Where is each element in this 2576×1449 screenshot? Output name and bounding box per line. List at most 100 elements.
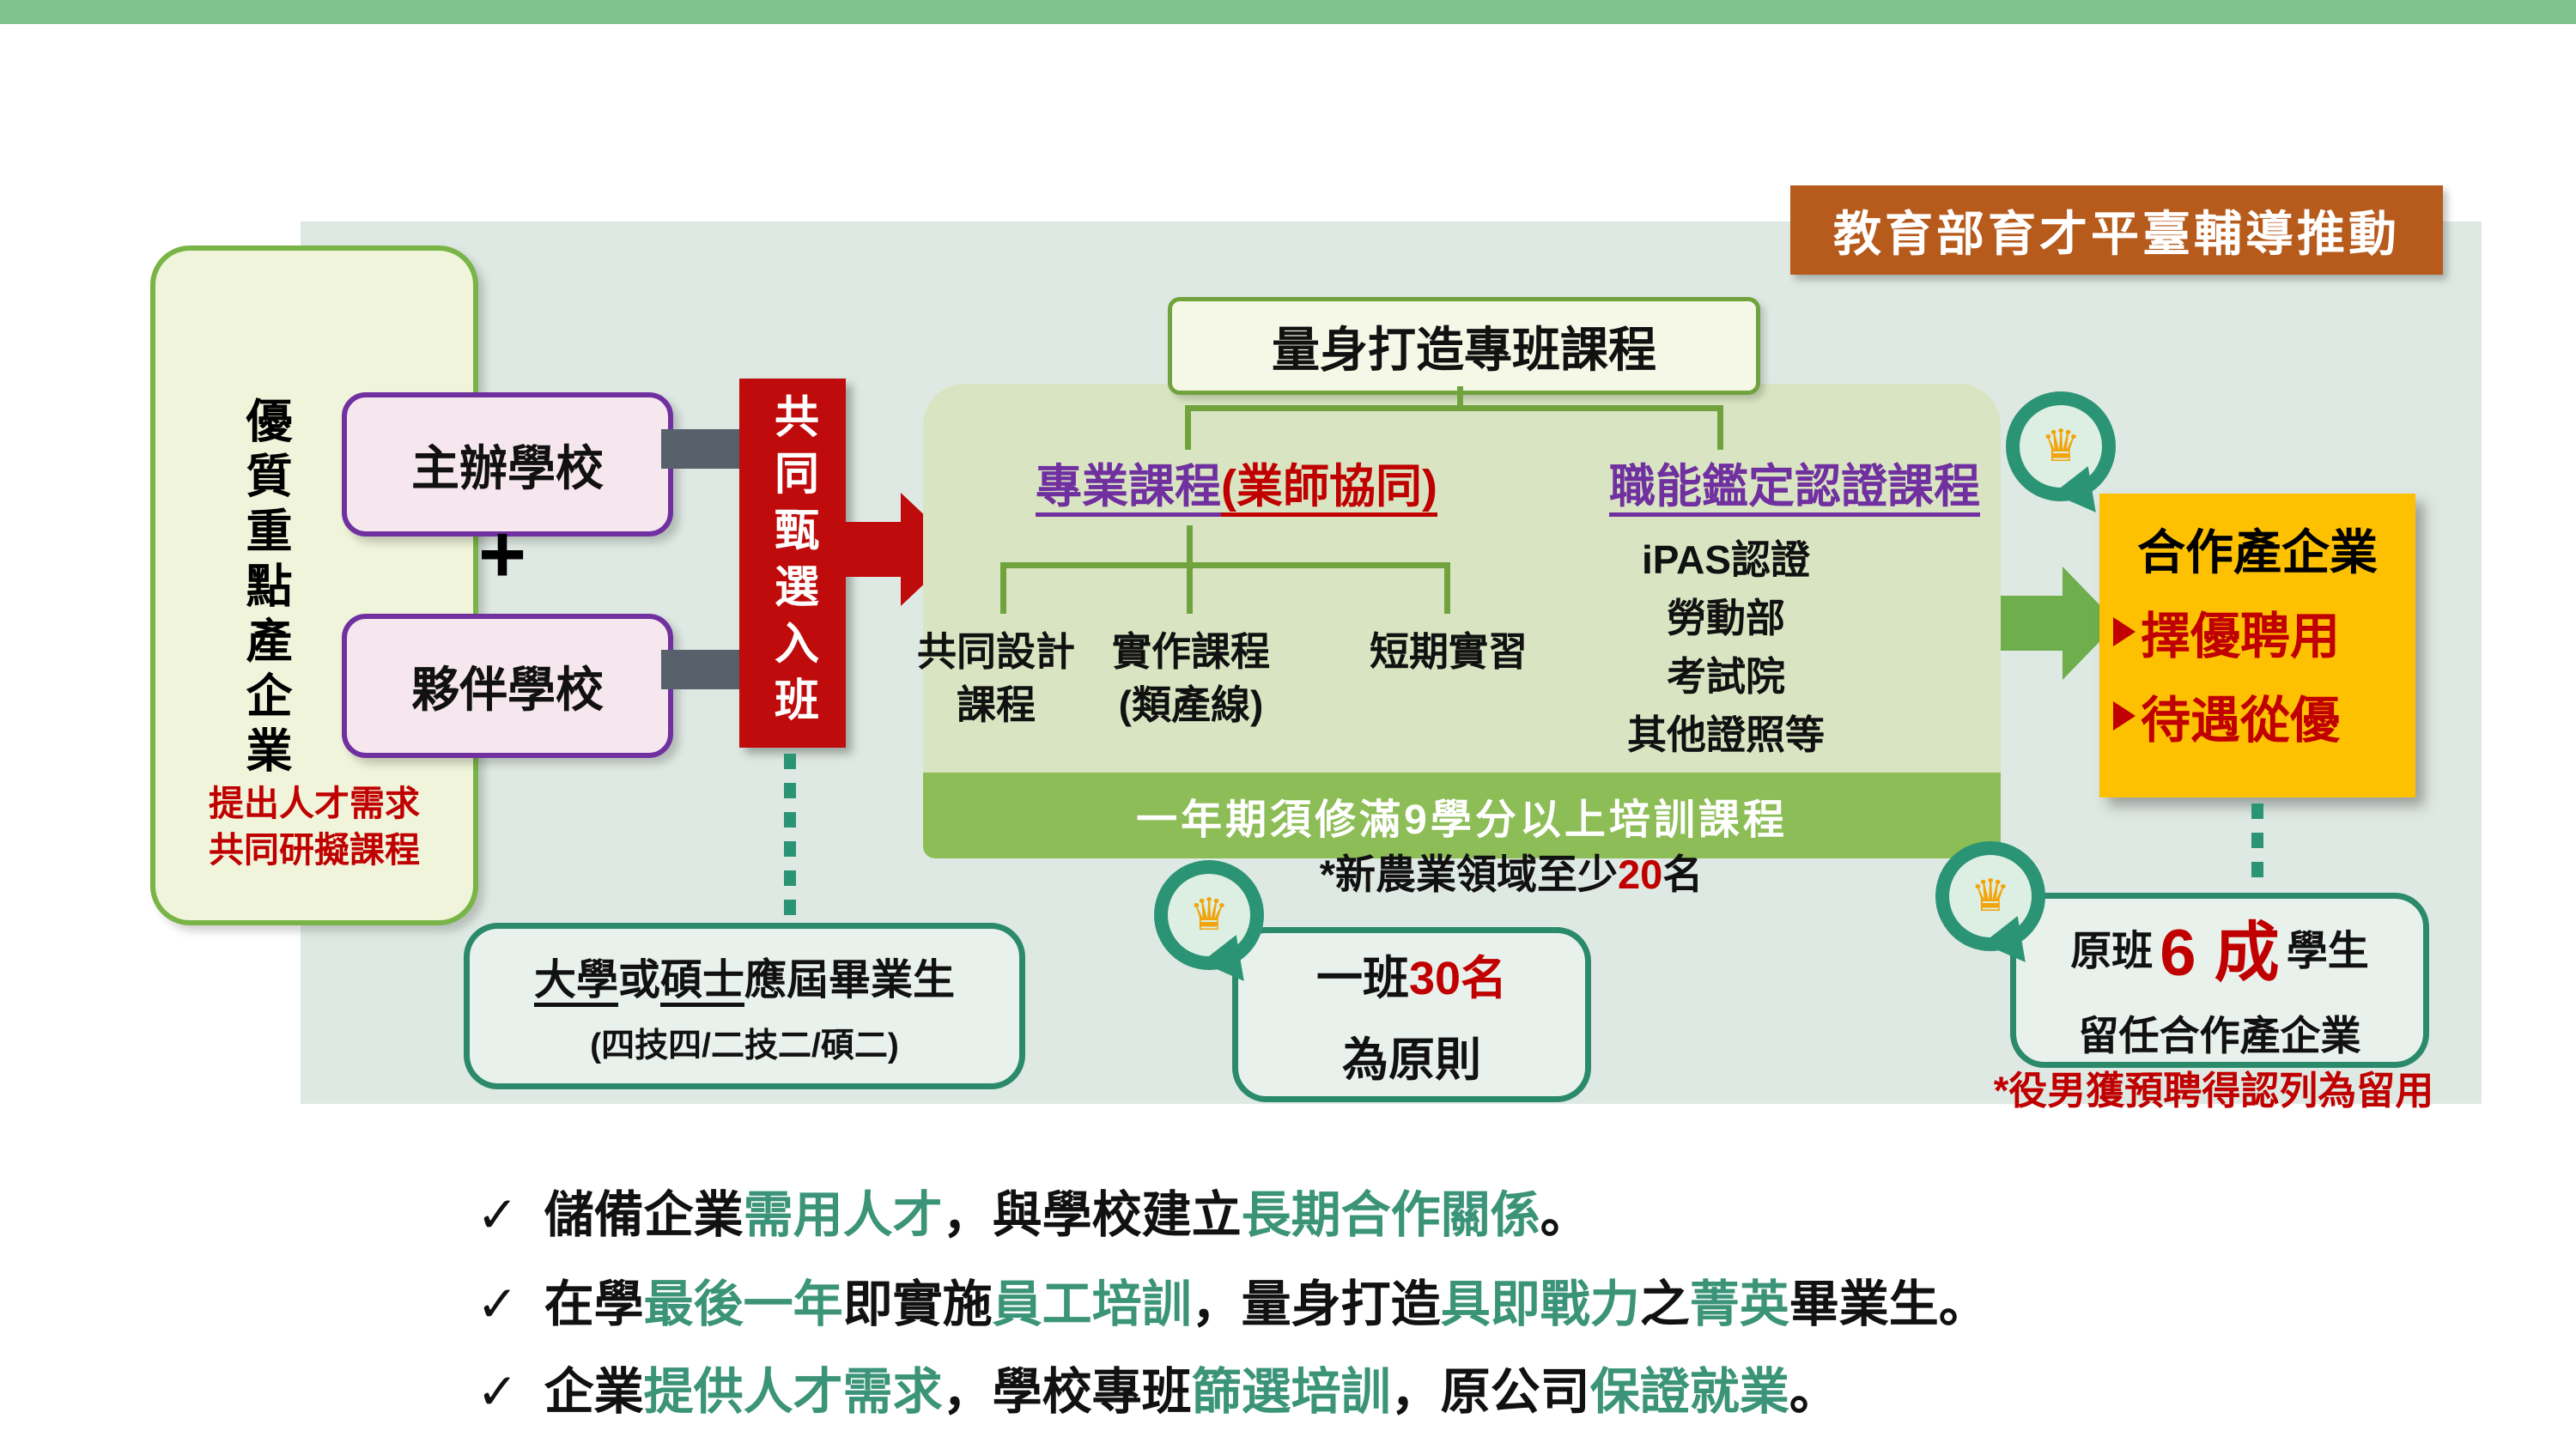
checklist-seg: 。: [1789, 1364, 1839, 1420]
arrowhead-bullet-icon: [2113, 701, 2136, 731]
heading-professional-main: 專業課程: [1036, 461, 1222, 512]
checklist-seg: ，與學校建立: [942, 1187, 1242, 1243]
graduates-line1: 大學或碩士應屆畢業生: [534, 946, 955, 1007]
retain-suffix: 學生: [2286, 928, 2369, 974]
partner-company-point1-label: 擇優聘用: [2141, 609, 2341, 664]
checklist-seg: 即實施: [842, 1276, 993, 1332]
crown-pin-icon: ♛: [1154, 860, 1264, 970]
top-accent-bar: [0, 0, 2576, 24]
course-item-codesign-line2: 課程: [957, 682, 1036, 727]
retain-line2: 留任合作產企業: [2078, 1012, 2361, 1058]
checkmark-icon: ✓: [477, 1185, 519, 1244]
selection-box: 共同甄選入班: [739, 379, 846, 748]
graduates-university: 大學: [533, 956, 618, 1003]
enterprise-title: 優質重點產企業: [239, 397, 290, 781]
graduates-or: 或: [617, 956, 660, 1003]
tree-drop-right: [1717, 405, 1723, 450]
course-item-internship: 短期實習: [1370, 629, 1528, 674]
agriculture-note-suffix: 名: [1662, 852, 1704, 897]
agriculture-note-prefix: *新農業領域至少: [1319, 852, 1619, 897]
partner-school-label: 夥伴學校: [411, 662, 604, 717]
retain-highlight: 6 成: [2160, 916, 2280, 990]
checklist-seg: ，原公司: [1390, 1364, 1590, 1420]
partner-company-point2: 待遇從優: [2113, 680, 2415, 752]
graduates-master: 碩士: [660, 956, 745, 1003]
certification-list: iPAS認證 勞動部 考試院 其他證照等: [1627, 530, 1825, 764]
green-arrow-icon: [2001, 596, 2064, 651]
class-size-red: 30名: [1408, 953, 1508, 1004]
crown-glyph: ♛: [1970, 870, 2011, 922]
ministry-tag: 教育部育才平臺輔導推動: [1790, 185, 2443, 275]
checklist-seg: 之: [1639, 1276, 1690, 1332]
subtree-drop-2: [1187, 562, 1193, 614]
cert-item-labor: 勞動部: [1667, 596, 1785, 640]
class-size-line2: 為原則: [1342, 1034, 1481, 1086]
course-item-practical-line2: (類產線): [1118, 682, 1264, 727]
heading-professional-course: 專業課程(業師協同): [1036, 448, 1437, 516]
checklist-seg: 畢業生。: [1789, 1276, 1989, 1332]
heading-certification-course: 職能鑑定認證課程: [1609, 461, 1980, 512]
partner-company-box: 合作產企業 擇優聘用 待遇從優: [2099, 494, 2415, 797]
graduates-rest: 應屆畢業生: [744, 956, 956, 1003]
checkmark-icon: ✓: [477, 1275, 519, 1333]
crown-pin-icon: ♛: [1935, 841, 2045, 951]
subtree-drop-1: [1000, 562, 1006, 614]
arrowhead-bullet-icon: [2113, 617, 2136, 646]
checklist-line-3: ✓企業提供人才需求，學校專班篩選培訓，原公司保證就業。: [477, 1351, 1839, 1423]
retain-prefix: 原班: [2070, 928, 2154, 974]
cert-item-other: 其他證照等: [1627, 712, 1825, 757]
checklist-seg: 。: [1540, 1187, 1590, 1243]
course-item-practical-line1: 實作課程: [1112, 629, 1270, 674]
checklist-seg: 具即戰力: [1440, 1276, 1640, 1332]
checklist-seg: 篩選培訓: [1191, 1364, 1391, 1420]
dotted-line-company-to-retain: [2251, 803, 2263, 891]
course-item-codesign: 共同設計 課程: [917, 625, 1075, 731]
checklist-seg: 需用人才: [743, 1187, 943, 1243]
military-footnote: *役男獲預聘得認列為留用: [1993, 1069, 2434, 1113]
checklist-seg: 在學: [544, 1276, 644, 1332]
host-school-label: 主辦學校: [411, 440, 604, 495]
tree-bracket: [1185, 405, 1723, 411]
enterprise-box: 優質重點產企業 提出人才需求 共同研擬課程: [150, 246, 478, 925]
crown-glyph: ♛: [1188, 889, 1230, 941]
checklist-seg: 儲備企業: [544, 1187, 744, 1243]
graduates-box: 大學或碩士應屆畢業生 (四技四/二技二/碩二): [464, 923, 1025, 1089]
checklist-seg: 長期合作關係: [1241, 1187, 1540, 1243]
plus-icon: +: [477, 508, 527, 600]
class-size-black: 一班: [1315, 953, 1409, 1004]
agriculture-note: *新農業領域至少20名: [1320, 841, 1704, 900]
checklist-line-2: ✓ 在學最後一年即實施員工培訓，量身打造具即戰力之菁英畢業生。: [477, 1264, 1989, 1336]
graduates-line2: (四技四/二技二/碩二): [590, 1027, 899, 1064]
checklist-seg: ，量身打造: [1191, 1276, 1441, 1332]
course-item-practical: 實作課程 (類產線): [1112, 625, 1270, 731]
selection-label: 共同甄選入班: [767, 393, 817, 733]
checklist-line-1: ✓ 儲備企業需用人才，與學校建立長期合作關係。: [477, 1174, 1590, 1246]
checklist-seg: 員工培訓: [992, 1276, 1192, 1332]
subtree-drop-3: [1444, 562, 1450, 614]
checklist-seg: ，學校專班: [942, 1364, 1192, 1420]
checklist-seg: 企業: [544, 1364, 644, 1420]
class-size-box: 一班30名 為原則: [1232, 927, 1591, 1102]
tree-stub: [1457, 386, 1463, 407]
course-item-codesign-line1: 共同設計: [917, 629, 1075, 674]
checklist-seg: 菁英: [1689, 1276, 1789, 1332]
cert-item-exam: 考試院: [1667, 654, 1785, 699]
red-arrow-icon: [844, 522, 902, 577]
connector-partner-to-selection: [661, 650, 742, 689]
credits-banner-label: 一年期須修滿9學分以上培訓課程: [1136, 797, 1788, 843]
dotted-line-selection-to-grads: [784, 754, 796, 922]
host-school-box: 主辦學校: [342, 392, 673, 537]
checkmark-icon: ✓: [477, 1362, 519, 1421]
checklist-seg: 最後一年: [643, 1276, 843, 1332]
subtree-bracket: [1000, 562, 1450, 568]
enterprise-note-line2: 共同研擬課程: [209, 830, 420, 870]
partner-company-title: 合作產企業: [2137, 525, 2378, 579]
crown-pin-icon: ♛: [2006, 391, 2116, 501]
heading-professional-paren: (業師協同): [1221, 461, 1437, 512]
agriculture-note-number: 20: [1618, 852, 1663, 897]
tree-drop-left: [1185, 405, 1191, 450]
program-title: 量身打造專班課程: [1272, 322, 1656, 377]
class-size-line1: 一班30名: [1316, 940, 1507, 1008]
